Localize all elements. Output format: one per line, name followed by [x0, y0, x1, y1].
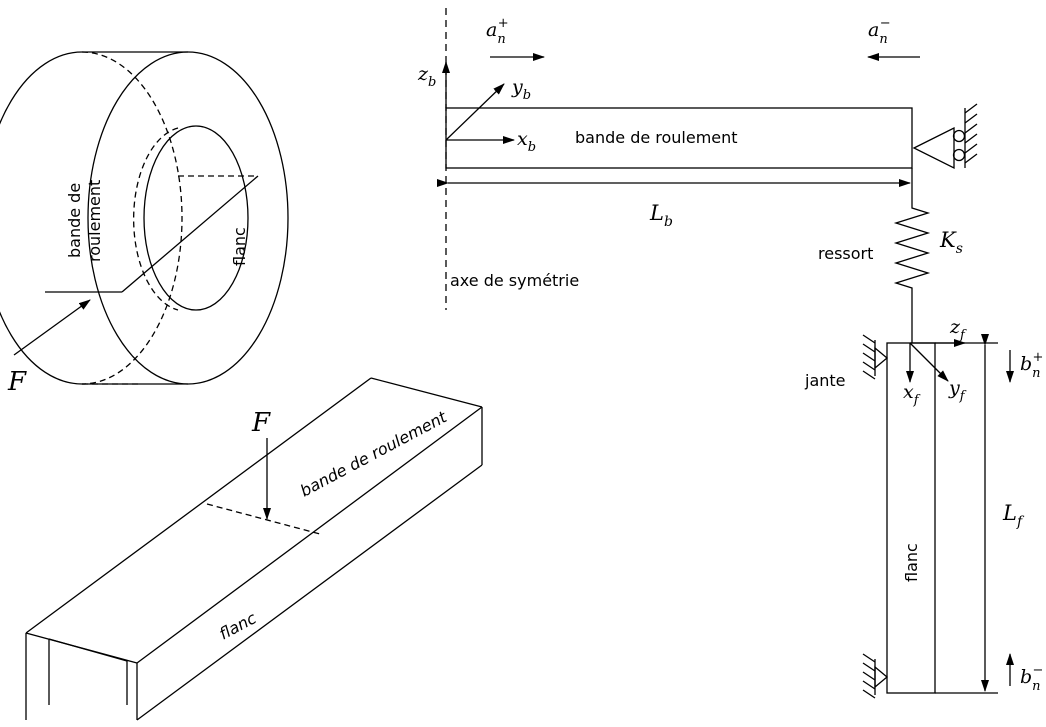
lb-label: Lb [649, 201, 673, 230]
tire-ring [0, 51, 289, 385]
spring-label: ressort [818, 244, 873, 263]
beam-section-line [206, 503, 321, 535]
tire-inner-line [121, 175, 259, 293]
tread-ground-hatch [964, 103, 978, 164]
tread-roller-bottom [952, 148, 966, 162]
tread-label: bande de roulement [575, 128, 738, 147]
tire-front-outer [87, 51, 289, 385]
tire-force-label: F [7, 367, 27, 397]
yb-arrow [445, 83, 505, 141]
tread-roller-top [952, 129, 966, 143]
xb-label: xb [517, 128, 536, 155]
rim-label: jante [804, 371, 846, 390]
beam-force-label: F [251, 408, 271, 438]
tread-support-triangle [912, 126, 955, 170]
beam-flank-label: flanc [216, 608, 260, 643]
rim-support-bottom-triangle [874, 665, 889, 689]
tire-force-arrow [13, 299, 91, 356]
tire-back-hidden [81, 51, 183, 385]
spring [893, 168, 931, 343]
bn-plus-label: bn+ [1020, 350, 1043, 381]
lf-label: Lf [1002, 501, 1025, 530]
yf-label: yf [948, 377, 967, 404]
flank-label: flanc [902, 543, 921, 582]
tire-back-visible [0, 51, 83, 385]
an-plus-label: an+ [486, 16, 509, 47]
tire-inner-hidden-arc [133, 127, 179, 311]
tire-front-inner [143, 125, 249, 311]
beam-top-back [370, 377, 483, 408]
rim-bottom-hatch [862, 653, 876, 699]
beam-right-bottom [136, 464, 483, 721]
zf-label: zf [949, 316, 967, 343]
model [437, 8, 1014, 699]
xf-label: xf [903, 381, 921, 408]
yf-arrow [909, 342, 949, 382]
bn-minus-label: bn− [1020, 663, 1043, 694]
beam-top-far-edge [25, 377, 372, 634]
rim-top-hatch [862, 334, 876, 380]
tire-tread-label-2: roulement [85, 180, 104, 262]
ks-label: Ks [939, 228, 963, 257]
tread-beam [445, 107, 913, 169]
tire-tread-label-1: bande de [65, 183, 84, 258]
symmetry-axis-label: axe de symétrie [450, 271, 579, 290]
tire-flank-label: flanc [230, 227, 249, 266]
zb-label: zb [417, 63, 436, 90]
beam-tread-label: bande de roulement [297, 407, 450, 501]
beam-front-inner-top [48, 638, 128, 662]
yb-label: yb [511, 76, 531, 103]
beam-3d [25, 377, 483, 721]
beam-top-right-edge [136, 406, 483, 664]
rim-support-top-triangle [874, 346, 889, 370]
an-minus-label: an− [868, 16, 891, 47]
